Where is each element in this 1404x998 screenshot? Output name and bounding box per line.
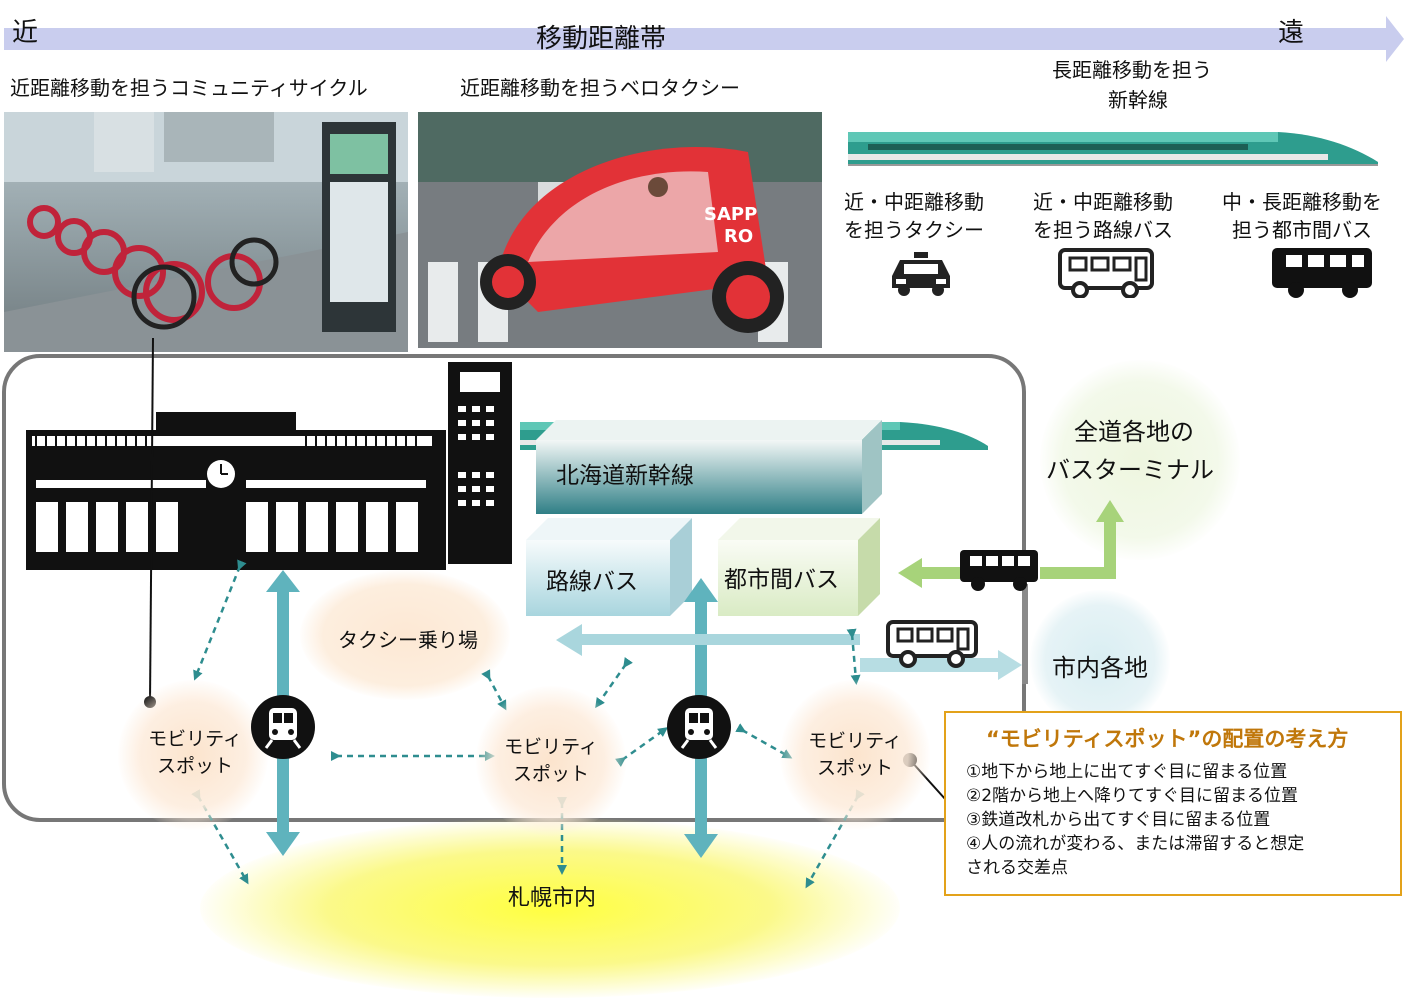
cycle-label: 近距離移動を担うコミュニティサイクル <box>10 76 368 100</box>
city-label: 市内各地 <box>1052 654 1148 682</box>
info-item-4-cont: される交差点 <box>966 858 1068 878</box>
intercity-bus-label-line2: 担う都市間バス <box>1232 218 1372 242</box>
shinkansen-box <box>536 420 882 514</box>
info-item-1: ①地下から地上に出てすぐ目に留まる位置 <box>966 762 1288 782</box>
mobility-spot-3-line1: モビリティ <box>808 730 902 752</box>
mobility-spot-2 <box>476 686 626 836</box>
mobility-spot-2-line2: スポット <box>512 763 589 785</box>
station-building-icon <box>26 412 446 570</box>
axis-near-label: 近 <box>12 18 39 48</box>
velotaxi-sign-line1: SAPP <box>704 204 758 225</box>
community-cycle-photo <box>4 112 408 352</box>
distance-axis-arrow <box>4 16 1404 62</box>
info-item-2: ②2階から地上へ降りてすぐ目に留まる位置 <box>966 786 1299 806</box>
placement-principles-box: “モビリティスポット”の配置の考え方 ①地下から地上に出てすぐ目に留まる位置 ②… <box>944 711 1402 896</box>
taxi-stand-label: タクシー乗り場 <box>338 628 478 652</box>
shinkansen-train-icon <box>848 132 1378 166</box>
intercity-bus-label-line1: 中・長距離移動を <box>1222 190 1382 214</box>
mobility-spot-3-line2: スポット <box>816 757 893 779</box>
route-bus-box <box>526 518 692 616</box>
mobility-spot-3-label: モビリティ スポット <box>800 728 910 782</box>
intercity-bus-box <box>718 518 880 616</box>
mobility-spot-1-line2: スポット <box>156 755 233 777</box>
mobility-spot-3 <box>780 680 930 830</box>
mobility-spot-1-line1: モビリティ <box>148 728 242 750</box>
mobility-spot-1 <box>118 680 268 830</box>
axis-far-label: 遠 <box>1278 18 1305 48</box>
intercity-bus-box-label: 都市間バス <box>724 567 839 593</box>
train-icon <box>251 695 315 759</box>
taxi-icon <box>892 252 950 296</box>
mobility-spot-2-line1: モビリティ <box>504 736 598 758</box>
bus-terminal-label-line2: バスターミナル <box>1046 456 1214 484</box>
shinkansen-box-label: 北海道新幹線 <box>556 463 694 489</box>
info-item-4: ④人の流れが変わる、または滞留すると想定 <box>966 834 1305 854</box>
route-bus-small-icon <box>886 620 978 668</box>
bus-terminal-label-line1: 全道各地の <box>1074 418 1194 446</box>
bus-terminal-glow <box>1040 360 1240 560</box>
intercity-bus-small-icon <box>960 550 1038 591</box>
taxi-label-line2: を担うタクシー <box>844 218 984 242</box>
shinkansen-label-line2: 新幹線 <box>1108 88 1168 112</box>
velotaxi-sign-line2: RO <box>724 226 754 247</box>
mobility-spot-1-label: モビリティ スポット <box>140 726 250 780</box>
taxi-stand-glow <box>300 570 510 700</box>
sapporo-label: 札幌市内 <box>508 886 597 911</box>
shinkansen-label-line1: 長距離移動を担う <box>1052 58 1212 82</box>
axis-title: 移動距離帯 <box>536 24 667 54</box>
route-bus-label-line1: 近・中距離移動 <box>1033 190 1173 214</box>
train-icon <box>667 695 731 759</box>
mobility-spot-2-label: モビリティ スポット <box>496 734 606 788</box>
info-item-3: ③鉄道改札から出てすぐ目に留まる位置 <box>966 810 1271 830</box>
route-bus-outline-icon <box>1058 248 1154 298</box>
city-glow <box>1030 590 1170 730</box>
velotaxi-label: 近距離移動を担うベロタクシー <box>460 76 740 100</box>
tower-icon <box>448 362 512 564</box>
info-title: “モビリティスポット”の配置の考え方 <box>986 727 1349 751</box>
velotaxi-photo: SAPP RO <box>418 112 822 348</box>
route-bus-label-line2: を担う路線バス <box>1033 218 1173 242</box>
taxi-label-line1: 近・中距離移動 <box>844 190 984 214</box>
route-bus-box-label: 路線バス <box>546 569 638 595</box>
intercity-bus-icon <box>1272 248 1372 298</box>
